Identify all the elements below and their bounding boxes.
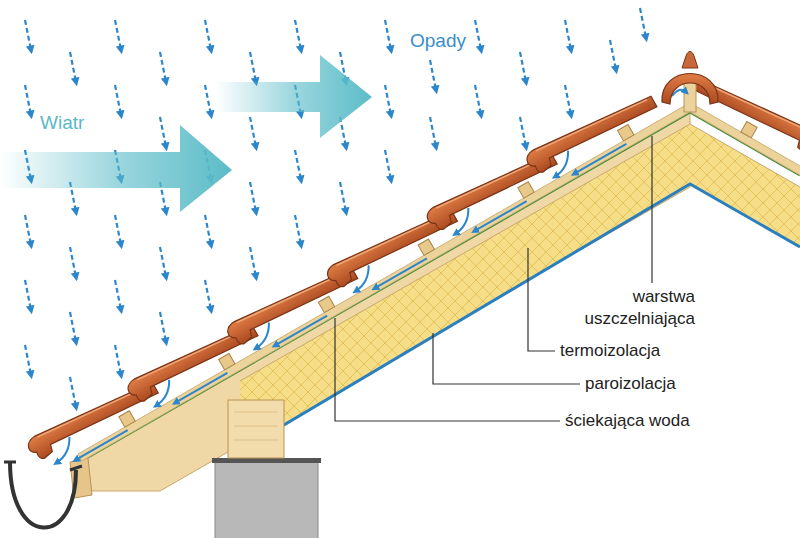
rain-drop <box>250 117 256 147</box>
rain-drop <box>205 20 211 50</box>
layer-label: termoizolacja <box>560 340 660 362</box>
counter-batten <box>78 106 689 461</box>
rain-drop <box>475 85 481 115</box>
rain-drop <box>70 52 76 82</box>
precipitation-label: Opady <box>410 30 466 52</box>
rain-drop <box>115 85 121 115</box>
rain-drop <box>295 150 301 180</box>
rain-drop <box>25 280 31 310</box>
wall-damp-course <box>212 458 321 463</box>
rain-drop <box>70 377 76 407</box>
rain-drop <box>520 117 526 147</box>
rain-drop <box>475 20 481 50</box>
batten <box>219 354 235 370</box>
batten <box>318 296 334 312</box>
batten <box>119 411 135 427</box>
rain-drop <box>115 20 121 50</box>
rain-drop <box>385 150 391 180</box>
ridge-ornament <box>682 52 698 69</box>
batten <box>518 182 534 198</box>
rain-drop <box>385 85 391 115</box>
rain-drop <box>160 52 166 82</box>
batten <box>618 124 634 140</box>
rain-drop <box>340 182 346 212</box>
rain-drop <box>25 20 31 50</box>
insulation-edge <box>240 124 800 381</box>
layer-label: ściekająca woda <box>565 410 690 432</box>
rain-drop <box>610 40 616 70</box>
rain-drop <box>25 85 31 115</box>
rain-drop <box>640 8 646 38</box>
wood-grain <box>234 412 278 440</box>
rain-drop <box>160 247 166 277</box>
counter-batten <box>690 105 800 182</box>
roof-slope <box>25 73 689 480</box>
roof-tile <box>524 86 657 176</box>
rain-drop <box>70 312 76 342</box>
rain-drop <box>115 215 121 245</box>
rain-drop <box>25 215 31 245</box>
wind-label: Wiatr <box>40 112 84 134</box>
rain-drop <box>250 247 256 277</box>
rain-drop <box>250 52 256 82</box>
rain-drop <box>205 280 211 310</box>
rain-drop <box>385 20 391 50</box>
rain-drop <box>430 60 436 90</box>
gutter <box>10 462 76 528</box>
ridge-tile <box>662 74 718 105</box>
wind-arrow <box>215 55 372 138</box>
leader-line <box>335 318 560 421</box>
rain-drop <box>160 312 166 342</box>
rain-drop <box>115 345 121 375</box>
vapour-barrier <box>240 184 800 451</box>
rain-drop <box>70 247 76 277</box>
rain-drop <box>430 117 436 147</box>
leader-line <box>528 248 555 351</box>
rain-drop <box>520 52 526 82</box>
batten <box>418 239 434 255</box>
rain-drop <box>160 117 166 147</box>
leader-line <box>651 136 652 283</box>
rain-drop <box>115 280 121 310</box>
rain-drop <box>295 215 301 245</box>
leader-line <box>433 333 580 384</box>
batten <box>741 122 757 138</box>
layer-label: warstwa uszczelniająca <box>525 286 695 330</box>
wall-plate <box>228 400 284 458</box>
rain-drop <box>565 20 571 50</box>
rain-drop <box>565 85 571 115</box>
rain-drop <box>250 182 256 212</box>
gutter-lip <box>4 462 82 470</box>
wind-arrow <box>0 125 232 212</box>
layer-label: paroizolacja <box>585 373 676 395</box>
wall <box>215 462 318 538</box>
rain-drop <box>205 215 211 245</box>
rain-drop <box>295 20 301 50</box>
ridge-batten <box>684 80 696 112</box>
rain-drop <box>25 345 31 375</box>
rain-drop <box>205 85 211 115</box>
sealing-membrane <box>88 112 800 457</box>
